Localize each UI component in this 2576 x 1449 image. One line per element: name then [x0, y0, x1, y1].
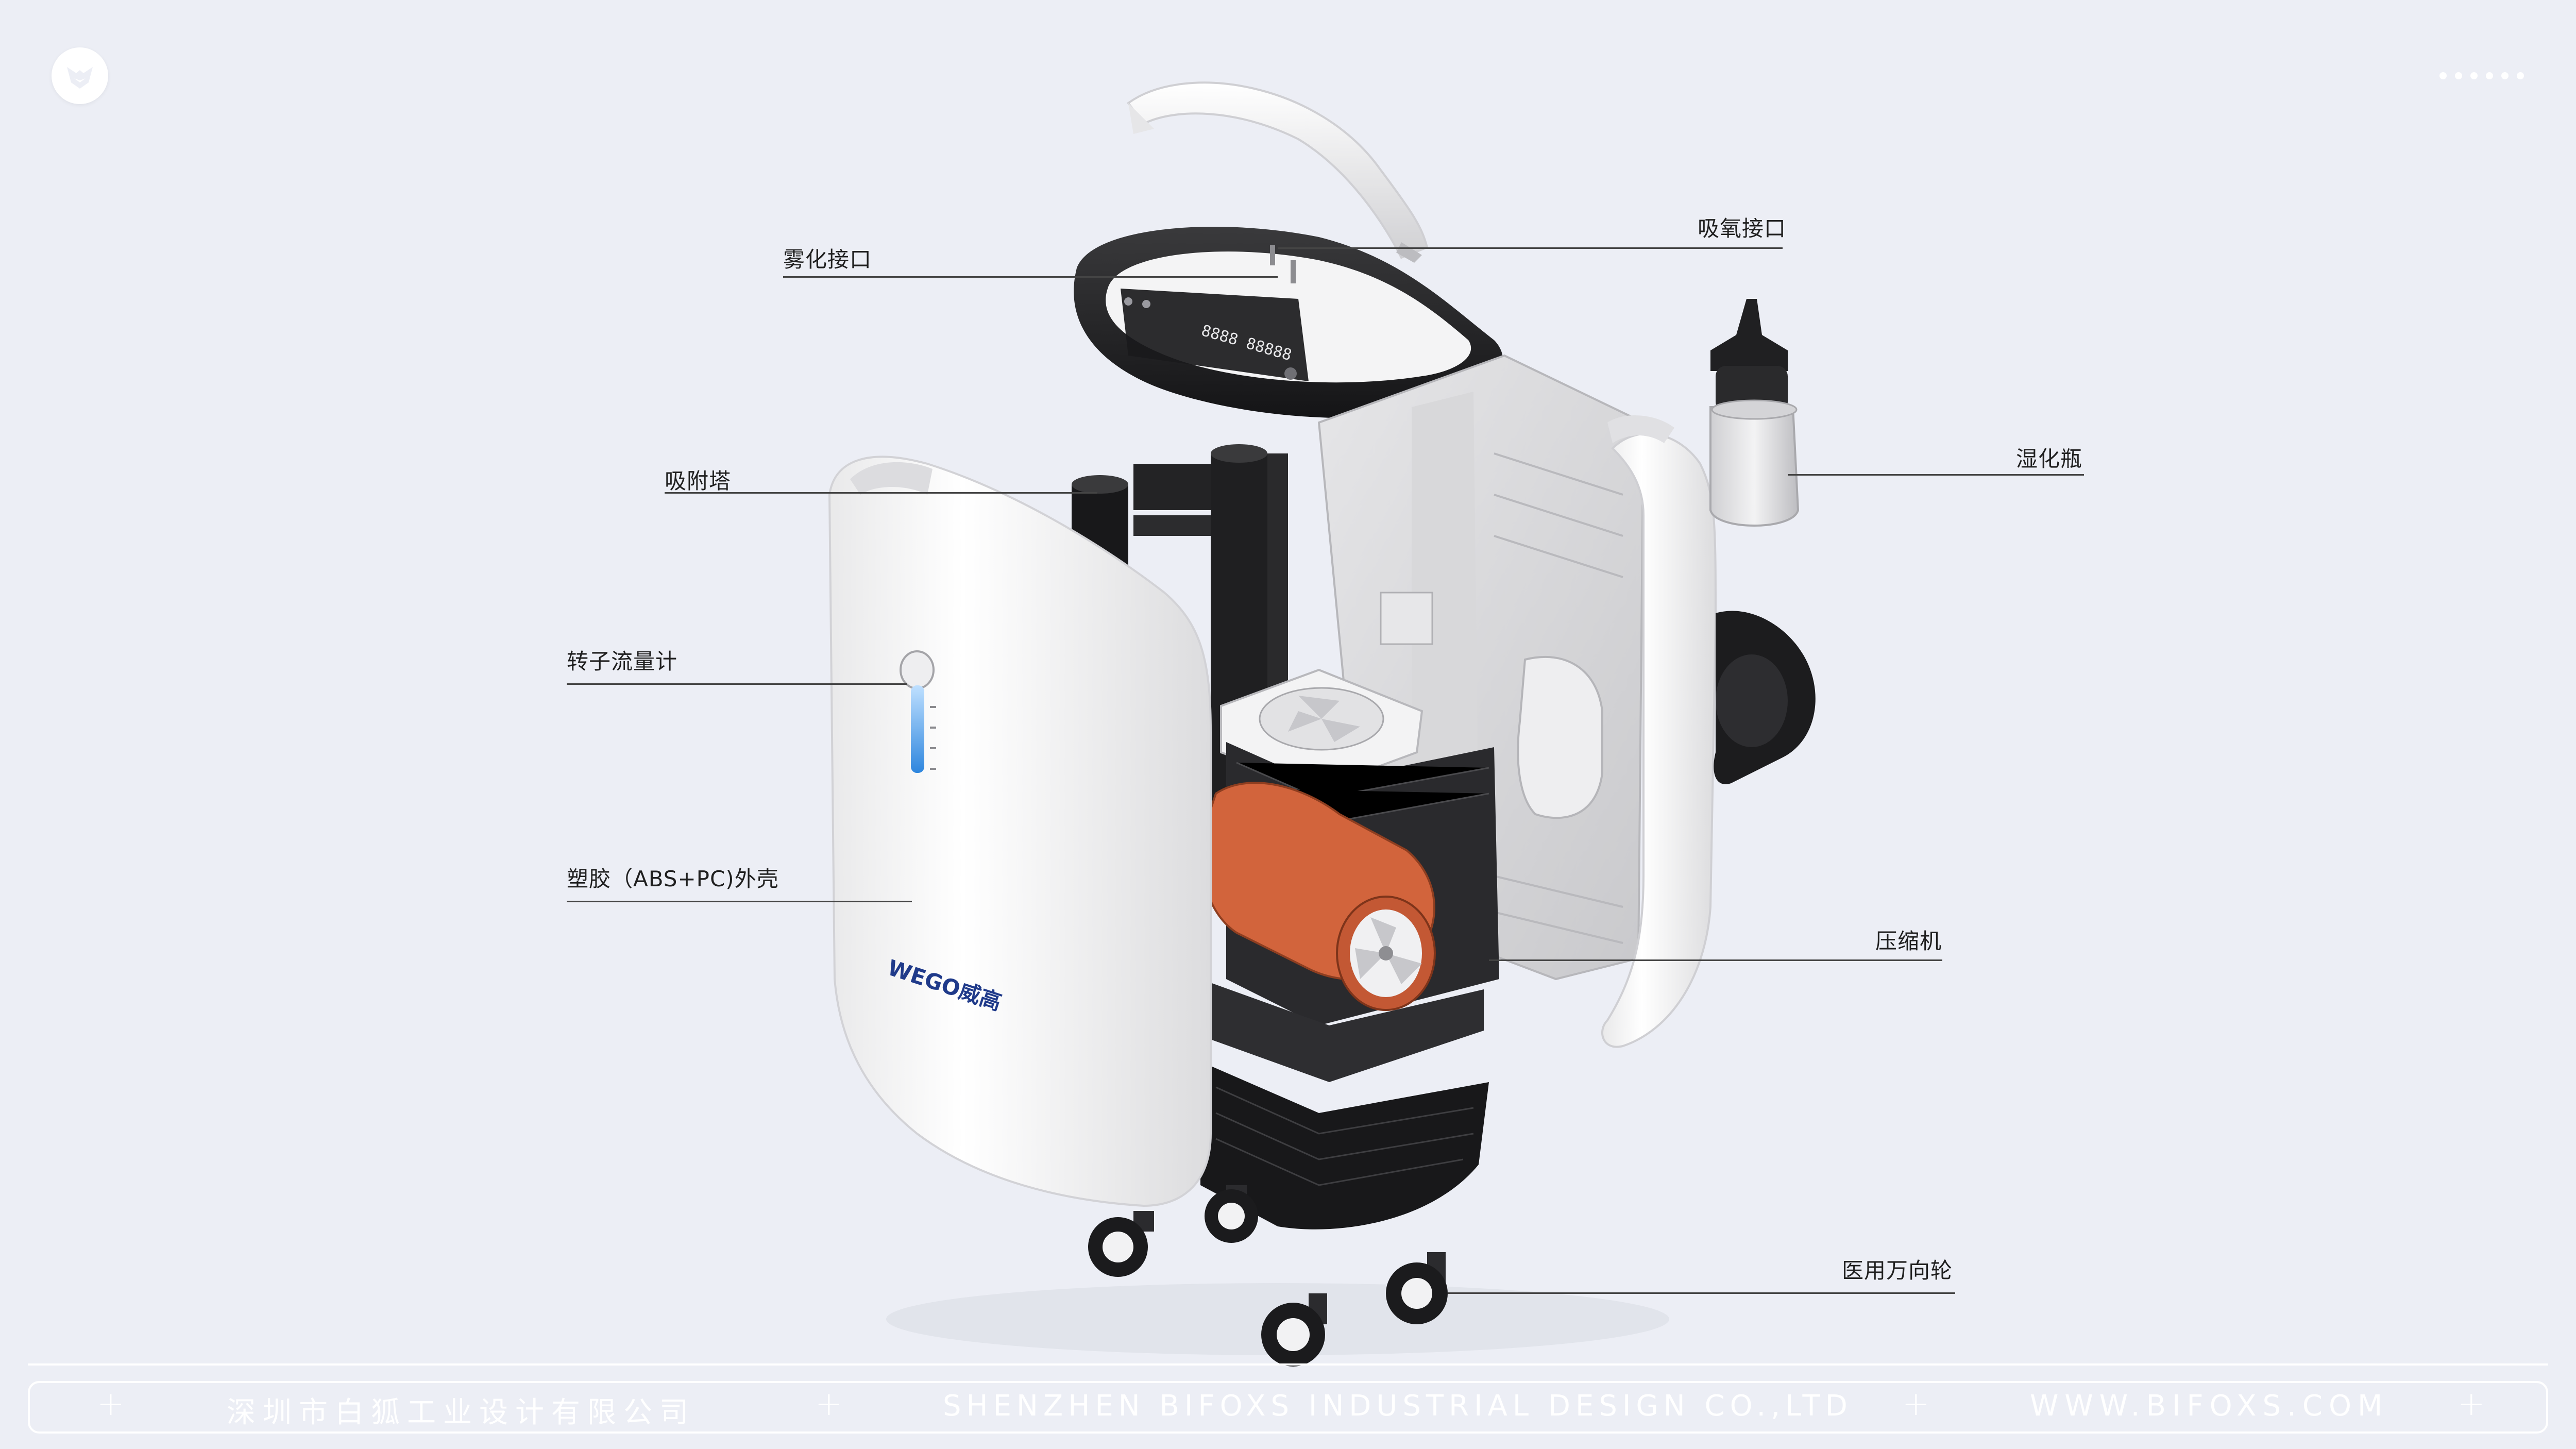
footer-divider [28, 1363, 2548, 1366]
leader-oxygen-port [1278, 247, 1783, 249]
label-compressor: 压缩机 [1875, 929, 1942, 954]
footer-website[interactable]: WWW.BIFOXS.COM [2030, 1389, 2389, 1423]
leader-rotameter [567, 683, 907, 685]
compressor [1200, 742, 1499, 1025]
caster-1 [1088, 1211, 1154, 1277]
label-nebulizer-port: 雾化接口 [783, 247, 872, 272]
leader-humidifier-bottle [1788, 474, 2084, 476]
footer-bar [28, 1381, 2548, 1434]
leader-compressor [1489, 959, 1942, 961]
footer-plus-3: + [1902, 1385, 1930, 1423]
leader-nebulizer-port [783, 276, 1278, 278]
fox-logo-icon[interactable] [52, 47, 108, 104]
humidifier-bottle [1709, 299, 1800, 527]
label-rotameter: 转子流量计 [567, 649, 678, 674]
footer-plus-1: + [97, 1385, 125, 1423]
label-humidifier-bottle: 湿化瓶 [2016, 446, 2083, 471]
rear-module [1714, 611, 1816, 784]
leader-plastic-shell [567, 901, 912, 902]
dots-menu-icon[interactable] [2439, 72, 2524, 79]
casters [1088, 1185, 1448, 1367]
leader-medical-caster [1448, 1292, 1955, 1294]
footer-company-cn: 深圳市白狐工业设计有限公司 [227, 1396, 696, 1429]
leader-adsorption-tower [665, 492, 1097, 494]
caster-4 [1386, 1252, 1448, 1324]
label-medical-caster: 医用万向轮 [1842, 1258, 1953, 1283]
label-oxygen-port: 吸氧接口 [1698, 216, 1787, 241]
top-lid: 8888 88888 [1074, 227, 1503, 418]
footer-plus-2: + [815, 1385, 843, 1423]
front-shell: WEGO威高 [828, 456, 1212, 1207]
label-plastic-shell: 塑胶（ABS+PC)外壳 [567, 866, 779, 891]
side-shell-right [1601, 415, 1717, 1048]
lower-chassis [1200, 979, 1489, 1229]
label-adsorption-tower: 吸附塔 [665, 468, 732, 494]
footer-plus-4: + [2458, 1385, 2485, 1423]
footer-company-en: SHENZHEN BIFOXS INDUSTRIAL DESIGN CO.,LT… [943, 1389, 1853, 1423]
cooling-fan [1220, 668, 1423, 790]
caster-3 [1261, 1293, 1327, 1367]
caster-2 [1205, 1185, 1258, 1243]
